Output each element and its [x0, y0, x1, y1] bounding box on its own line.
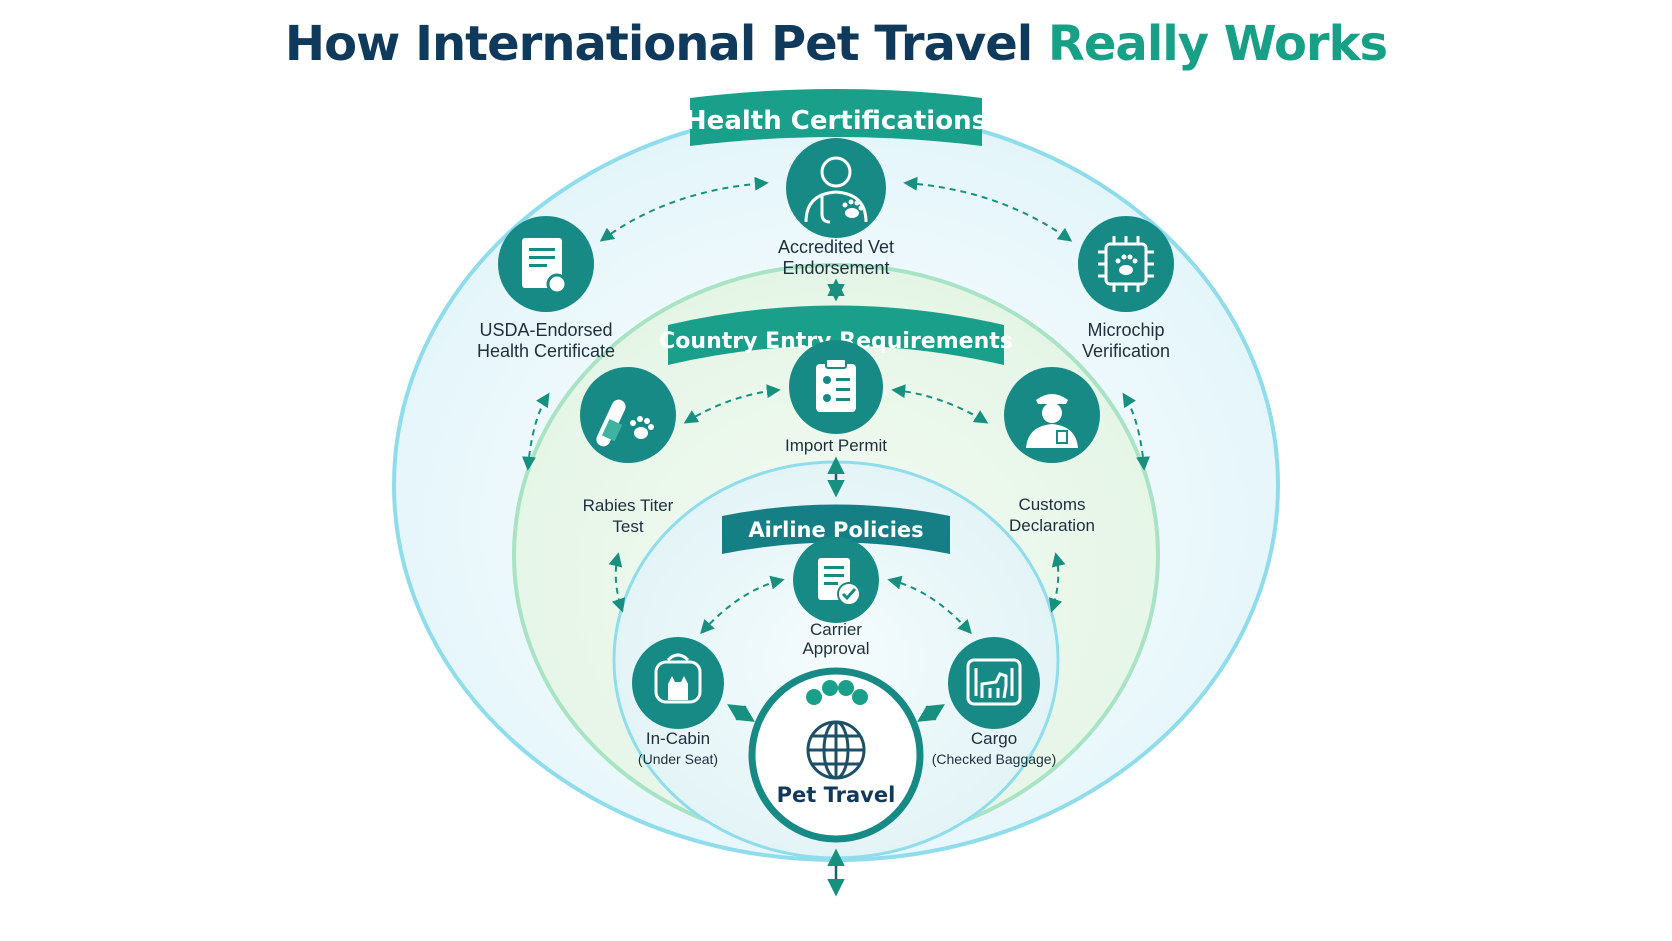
arrow-cabin-center — [727, 704, 755, 722]
title-part-2: Really Works — [1047, 16, 1388, 72]
arrow-left-outer — [521, 392, 550, 471]
label-accredited-vet: Accredited Vet Endorsement — [736, 237, 936, 279]
label-line-1: USDA-Endorsed — [479, 320, 613, 340]
arrow-right-middle — [1048, 552, 1066, 613]
banner-health-text: Health Certifications — [685, 106, 987, 136]
node-customs — [1004, 367, 1100, 463]
label-line-1: Carrier — [810, 620, 862, 639]
customs-officer-icon — [1026, 394, 1078, 448]
dog-crate-icon — [966, 658, 1022, 706]
label-line-1: Import Permit — [784, 436, 888, 455]
pet-carrier-icon — [654, 653, 702, 704]
label-usda-cert: USDA-Endorsed Health Certificate — [436, 320, 656, 362]
node-carrier-approval — [793, 537, 879, 623]
paw-icon — [806, 680, 868, 705]
label-line-2: (Under Seat) — [637, 751, 719, 767]
label-import-permit: Import Permit — [736, 435, 936, 456]
clipboard-icon — [816, 358, 856, 412]
label-line-1: Customs — [1018, 495, 1086, 514]
label-line-2: Test — [612, 517, 644, 536]
label-line-2: Approval — [802, 639, 870, 658]
node-in-cabin — [632, 637, 724, 729]
label-line-2: Verification — [1081, 341, 1171, 361]
title-part-1: How International Pet Travel — [284, 16, 1048, 72]
label-cargo: Cargo (Checked Baggage) — [914, 728, 1074, 770]
document-check-icon — [818, 558, 861, 606]
label-line-1: In-Cabin — [645, 729, 711, 748]
node-usda-cert — [498, 216, 594, 312]
label-rabies-test: Rabies Titer Test — [538, 495, 718, 537]
arrow-cargo-center — [917, 704, 945, 722]
node-microchip — [1078, 216, 1174, 312]
node-rabies-test — [580, 367, 676, 463]
page-title: How International Pet Travel Really Work… — [0, 16, 1672, 72]
center-label: Pet Travel — [756, 785, 916, 806]
arrow-permit-customs — [891, 384, 989, 424]
label-line-2: Health Certificate — [476, 341, 616, 361]
label-in-cabin: In-Cabin (Under Seat) — [608, 728, 748, 770]
arrow-cabin-carrier — [700, 575, 785, 635]
label-carrier-approval: Carrier Approval — [756, 620, 916, 658]
arrow-left-middle — [608, 552, 626, 613]
label-line-1: Rabies Titer — [582, 496, 674, 515]
banner-airline-policies — [722, 504, 950, 554]
label-line-2: Endorsement — [782, 258, 890, 278]
globe-icon — [806, 720, 866, 780]
arrow-right-outer — [1122, 392, 1151, 471]
center-pet-travel — [748, 667, 924, 843]
label-line-1: Microchip — [1087, 320, 1165, 340]
microchip-icon — [1098, 236, 1154, 292]
certificate-icon — [522, 238, 568, 295]
label-microchip: Microchip Verification — [1026, 320, 1226, 362]
arrow-carrier-cargo — [887, 575, 972, 635]
node-import-permit — [789, 340, 883, 434]
banner-health-certifications — [690, 89, 982, 146]
node-accredited-vet — [786, 138, 886, 238]
label-line-2: Declaration — [1009, 516, 1095, 535]
test-tube-icon — [596, 399, 654, 447]
label-line-1: Accredited Vet — [777, 237, 895, 257]
node-cargo — [948, 637, 1040, 729]
center-label-text: Pet Travel — [776, 783, 896, 807]
label-line-1: Cargo — [970, 729, 1018, 748]
banner-country-entry — [668, 305, 1004, 365]
label-customs: Customs Declaration — [962, 494, 1142, 536]
arrow-vet-chip — [903, 176, 1073, 242]
arrow-rabies-permit — [683, 384, 781, 424]
label-line-2: (Checked Baggage) — [931, 751, 1057, 767]
